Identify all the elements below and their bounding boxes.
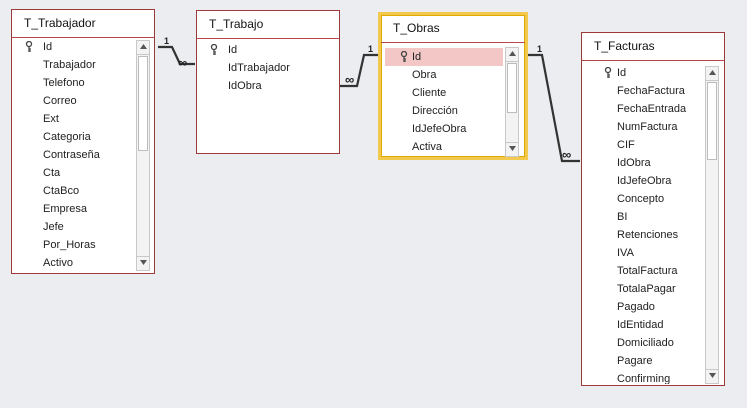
field-row[interactable]: IdJefeObra [412, 123, 467, 135]
relationship-one-label-2: 1 [368, 44, 374, 54]
field-row[interactable]: Jefe [43, 221, 64, 233]
field-row[interactable]: IdObra [617, 157, 651, 169]
field-row[interactable]: Pagare [617, 355, 653, 367]
field-row[interactable]: Categoria [43, 131, 91, 143]
field-row-id[interactable]: Id [385, 48, 503, 66]
scroll-up-button[interactable] [706, 67, 718, 81]
table-title[interactable]: T_Facturas [582, 33, 724, 61]
relationship-many-label-2: ∞ [345, 72, 355, 87]
scroll-down-button[interactable] [706, 369, 718, 383]
field-row[interactable]: Obra [412, 69, 437, 81]
field-row[interactable]: IVA [617, 247, 634, 259]
field-row[interactable]: Ext [43, 113, 59, 125]
table-t-trabajador[interactable]: T_Trabajador Id Trabajador Telefono Corr… [11, 9, 155, 274]
field-row[interactable]: Empresa [43, 203, 88, 215]
field-list[interactable]: Id Trabajador Telefono Correo Ext Catego… [12, 38, 136, 273]
field-list[interactable]: Id FechaFactura FechaEntrada NumFactura … [582, 64, 704, 384]
field-row[interactable]: IdObra [228, 80, 262, 92]
scroll-down-button[interactable] [137, 256, 149, 270]
primary-key-icon [400, 51, 408, 62]
field-row[interactable]: Activo [43, 257, 73, 269]
table-title[interactable]: T_Trabajador [12, 10, 154, 38]
scroll-up-button[interactable] [506, 48, 518, 62]
field-row[interactable]: BI [617, 211, 628, 223]
field-list[interactable]: Id Obra Cliente Dirección IdJefeObra Act… [385, 48, 503, 156]
primary-key-icon [210, 44, 218, 55]
vertical-scrollbar[interactable] [136, 40, 150, 271]
relationship-line-trabajador-trabajo [158, 45, 195, 66]
relationship-many-label-3: ∞ [562, 147, 572, 162]
field-list[interactable]: Id IdTrabajador IdObra [197, 41, 339, 151]
field-row[interactable]: CtaBco [43, 185, 80, 197]
field-row[interactable]: Trabajador [43, 59, 96, 71]
arrow-down-icon [508, 146, 516, 151]
vertical-scrollbar[interactable] [505, 47, 519, 157]
field-row[interactable]: Retenciones [617, 229, 679, 241]
field-row[interactable]: TotalaPagar [617, 283, 676, 295]
scroll-up-button[interactable] [137, 41, 149, 55]
table-t-facturas[interactable]: T_Facturas Id FechaFactura FechaEntrada … [581, 32, 725, 386]
field-row[interactable]: NumFactura [617, 121, 678, 133]
table-t-trabajo[interactable]: T_Trabajo Id IdTrabajador IdObra [196, 10, 340, 154]
scroll-down-button[interactable] [506, 142, 518, 156]
table-title[interactable]: T_Obras [381, 15, 525, 43]
scrollbar-thumb[interactable] [707, 82, 717, 160]
arrow-up-icon [708, 70, 716, 75]
field-row[interactable]: Telefono [43, 77, 85, 89]
field-row-id[interactable]: Id [12, 38, 136, 56]
field-row-id[interactable]: Id [197, 41, 339, 59]
table-title[interactable]: T_Trabajo [197, 11, 339, 39]
field-row[interactable]: Pagado [617, 301, 655, 313]
arrow-down-icon [708, 373, 716, 378]
field-row[interactable]: IdEntidad [617, 319, 664, 331]
relationship-one-label-1: 1 [164, 36, 170, 46]
field-row[interactable]: FechaFactura [617, 85, 685, 97]
arrow-down-icon [139, 260, 147, 265]
field-row[interactable]: Cta [43, 167, 61, 179]
relationship-one-label-3: 1 [537, 44, 543, 54]
field-row[interactable]: Correo [43, 95, 77, 107]
scrollbar-thumb[interactable] [138, 56, 148, 151]
field-row[interactable]: TotalFactura [617, 265, 678, 277]
field-row[interactable]: Concepto [617, 193, 665, 205]
field-row[interactable]: Dirección [412, 105, 458, 117]
relationship-line-obras-facturas [527, 53, 580, 163]
arrow-up-icon [139, 44, 147, 49]
field-row[interactable]: FechaEntrada [617, 103, 687, 115]
field-row[interactable]: Cliente [412, 87, 447, 99]
field-row[interactable]: Activa [412, 141, 442, 153]
field-row-id[interactable]: Id [582, 64, 704, 82]
scrollbar-thumb[interactable] [507, 63, 517, 113]
relationship-many-label-1: ∞ [178, 55, 188, 70]
field-row[interactable]: IdJefeObra [617, 175, 672, 187]
primary-key-icon [25, 41, 33, 52]
field-row[interactable]: Confirming [617, 373, 671, 384]
field-row[interactable]: Por_Horas [43, 239, 96, 251]
field-row[interactable]: IdTrabajador [228, 62, 290, 74]
field-row[interactable]: Contraseña [43, 149, 100, 161]
arrow-up-icon [508, 51, 516, 56]
relationship-line-obras-trabajo [340, 53, 378, 88]
table-t-obras[interactable]: T_Obras Id Obra Cliente Dirección IdJefe… [378, 12, 528, 160]
primary-key-icon [604, 67, 612, 78]
field-row[interactable]: CIF [617, 139, 635, 151]
vertical-scrollbar[interactable] [705, 66, 719, 384]
field-row[interactable]: Domiciliado [617, 337, 674, 349]
